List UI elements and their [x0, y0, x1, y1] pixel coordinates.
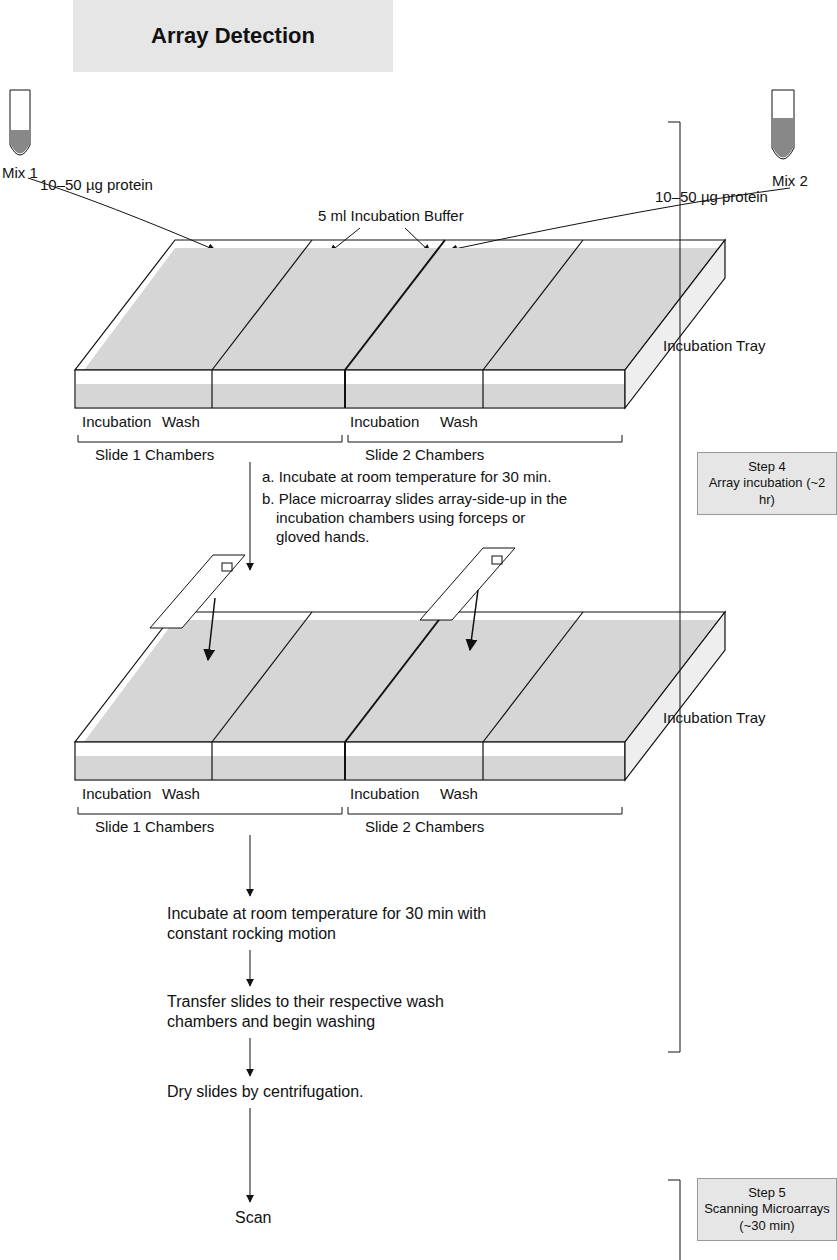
node-heading: Step 4 [704, 459, 830, 475]
text-label: a. Incubate at room temperature for 30 m… [262, 468, 551, 487]
text-label: 10–50 µg protein [40, 176, 153, 195]
step-text: Incubate at room temperature for 30 min … [165, 902, 525, 946]
text-label: 5 ml Incubation Buffer [318, 207, 464, 226]
text-label: Incubation [82, 785, 151, 804]
flow-arrow [250, 1108, 251, 1202]
node-heading: Step 5 [704, 1185, 830, 1201]
step-text: Scan [233, 1206, 273, 1230]
text-label: Wash [162, 785, 200, 804]
step-box: Step 5Scanning Microarrays (~30 min) [697, 1178, 837, 1241]
step-text: Transfer slides to their respective wash… [165, 990, 455, 1034]
text-label: 10–50 µg protein [655, 188, 768, 207]
text-label: Mix 2 [772, 172, 808, 191]
text-label: Wash [440, 785, 478, 804]
bracket [668, 122, 680, 1052]
text-label: Slide 2 Chambers [365, 446, 484, 465]
step-text: Dry slides by centrifugation. [165, 1080, 366, 1104]
text-label: Slide 2 Chambers [365, 818, 484, 837]
step-box: Step 4Array incubation (~2 hr) [697, 452, 837, 515]
bracket [668, 1180, 680, 1260]
node-body: Array incubation (~2 hr) [704, 475, 830, 508]
node-body: Scanning Microarrays (~30 min) [704, 1201, 830, 1234]
node-heading: Scan [235, 1208, 271, 1228]
text-label: Incubation [350, 785, 419, 804]
flow-arrow [250, 1038, 251, 1076]
text-label: Incubation Tray [663, 709, 766, 728]
text-label: Wash [162, 413, 200, 432]
node-heading: Dry slides by centrifugation. [167, 1082, 364, 1102]
slide [150, 548, 515, 628]
flow-arrow [250, 950, 251, 986]
incubation-tray [75, 240, 725, 442]
node-heading: Incubate at room temperature for 30 min … [167, 904, 523, 944]
text-label: Incubation [82, 413, 151, 432]
text-label: Slide 1 Chambers [95, 818, 214, 837]
node-heading: Transfer slides to their respective wash… [167, 992, 453, 1032]
text-label: Wash [440, 413, 478, 432]
text-label: Incubation Tray [663, 337, 766, 356]
text-label: Mix 1 [2, 164, 38, 183]
text-label: Slide 1 Chambers [95, 446, 214, 465]
tube [10, 90, 794, 159]
title-box: Array Detection [73, 0, 393, 72]
text-label: b. Place microarray slides array-side-up… [262, 490, 572, 546]
incubation-tray [75, 612, 725, 814]
text-label: Incubation [350, 413, 419, 432]
node-heading: Array Detection [79, 22, 387, 50]
